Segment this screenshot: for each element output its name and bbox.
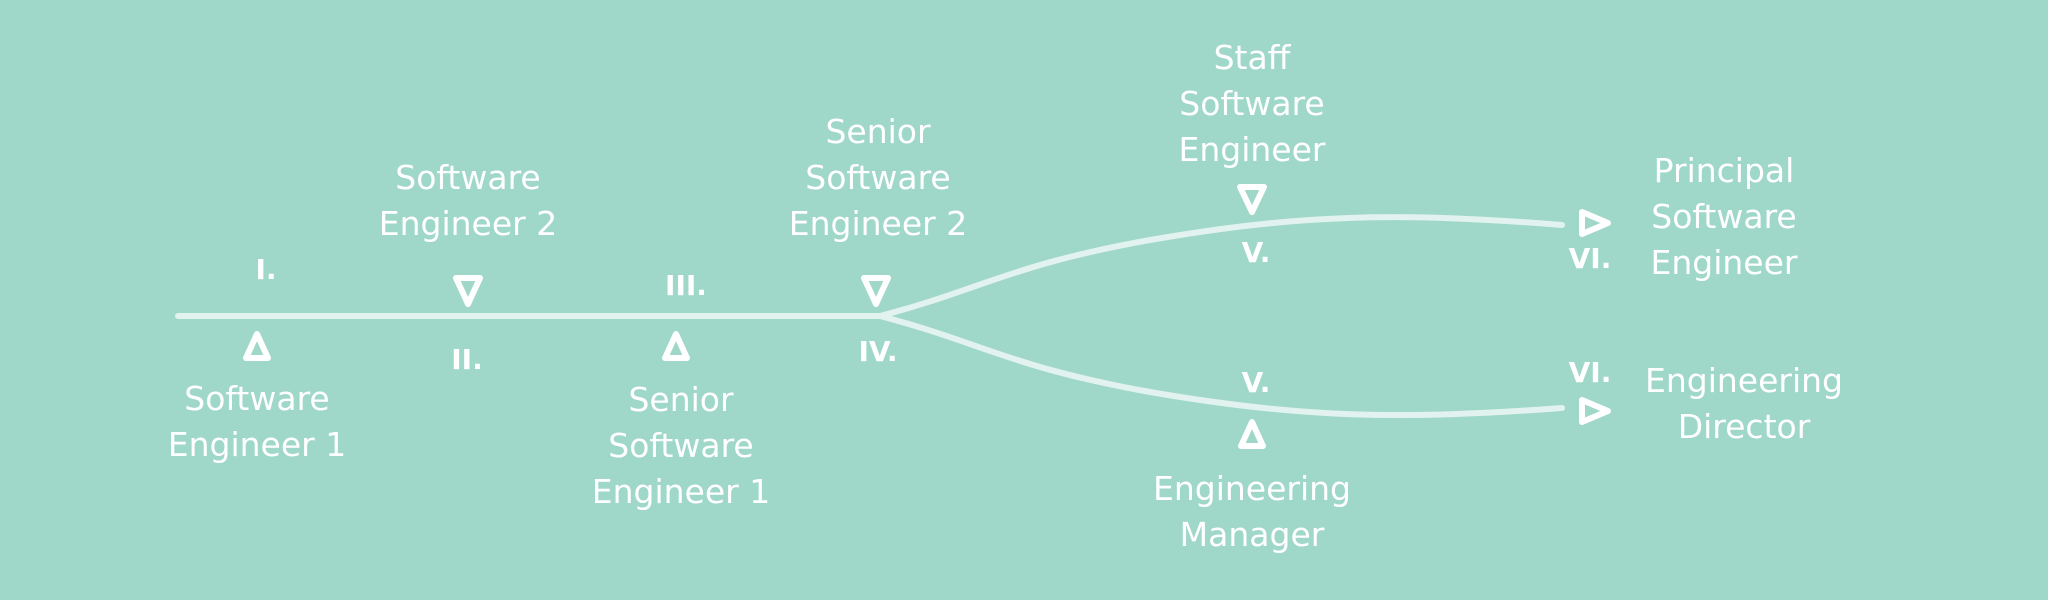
ic-stage-5-label: Staff Software Engineer	[1178, 38, 1326, 169]
ic-stage-6-label: Principal Software Engineer	[1650, 151, 1798, 282]
stage-3-numeral: III.	[665, 269, 707, 302]
ic-stage-6-marker-icon	[1579, 209, 1611, 237]
management-track-line	[877, 313, 1565, 419]
stage-2-numeral: II.	[451, 343, 483, 376]
management-stage-5-label: Engineering Manager	[1153, 469, 1351, 554]
stage-3-label: Senior Software Engineer 1	[591, 380, 771, 511]
stage-4-numeral: IV.	[858, 335, 898, 368]
ic-stage-5-numeral: V.	[1241, 236, 1271, 269]
stage-1-label: Software Engineer 1	[167, 379, 347, 464]
ic-stage-5-marker-icon	[1237, 184, 1267, 215]
management-stage-6-marker-icon	[1579, 397, 1611, 425]
stage-4-label: Senior Software Engineer 2	[788, 112, 968, 243]
management-stage-5-numeral: V.	[1241, 366, 1271, 399]
stage-2-label: Software Engineer 2	[378, 158, 558, 243]
management-stage-6-numeral: VI.	[1568, 356, 1612, 389]
management-stage-6-label: Engineering Director	[1645, 361, 1843, 446]
stage-4-marker-icon	[861, 275, 891, 307]
ic-stage-6-numeral: VI.	[1568, 242, 1612, 275]
ic-track-line	[877, 214, 1565, 319]
stage-2-marker-icon	[453, 275, 483, 307]
management-stage-5-marker-icon	[1238, 419, 1266, 449]
stage-3-marker-icon	[662, 331, 690, 361]
stage-1-numeral: I.	[255, 253, 277, 286]
stage-1-marker-icon	[243, 331, 271, 361]
